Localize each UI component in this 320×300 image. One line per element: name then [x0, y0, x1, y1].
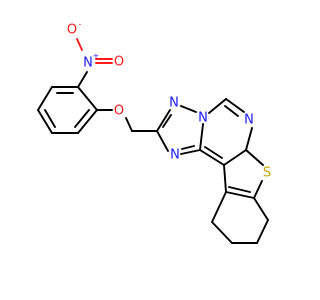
bond-tz-5 — [156, 130, 169, 152]
bond-ch-2 — [256, 219, 269, 244]
bond-ch-4 — [211, 221, 233, 244]
bond-ar-4 — [37, 109, 53, 134]
thiophene-sulfur-label: S — [263, 166, 271, 181]
bond-pm-1 — [208, 98, 227, 114]
triazole-nitrogen-3-label: N — [170, 148, 180, 163]
bond-pm-5-inner — [204, 146, 223, 159]
bond-tz-2 — [180, 105, 197, 113]
nitro-nitrogen-charge: + — [93, 52, 100, 61]
bond-pm-5 — [199, 149, 225, 166]
bond-ar-2 — [77, 109, 98, 134]
bond-ch-5 — [211, 191, 227, 223]
bond-pm-2-inner — [224, 105, 239, 117]
bond-th-3-inner — [228, 186, 251, 193]
bond-ch-1 — [253, 197, 269, 221]
bond-ar-inner-2 — [74, 109, 90, 128]
bond-th-2 — [253, 180, 263, 199]
nitro-oxygen-label: O — [114, 55, 124, 70]
nitro-nitrogen-label: N — [83, 56, 93, 71]
bond-ar-1 — [77, 86, 98, 111]
bond-tz-1 — [156, 109, 171, 132]
structure-canvas: N + O - O O N N N N S — [37, 20, 271, 244]
bond-n-ring — [77, 71, 88, 88]
bond-pm-3 — [245, 127, 253, 151]
nitro-oxygen-minus-charge: - — [79, 20, 82, 29]
bond-pm-2 — [225, 98, 245, 113]
triazole-nitrogen-1-label: N — [169, 96, 179, 111]
bond-tz-4 — [180, 149, 201, 155]
nitro-oxygen-minus-label: O — [67, 23, 77, 38]
pyrimidine-nitrogen-label: N — [244, 113, 254, 128]
molecule-structure-diagram: N + O - O O N N N N S — [37, 20, 271, 244]
bond-pm-4 — [223, 149, 247, 166]
bond-th-1 — [245, 149, 264, 166]
atom-labels: N + O - O O N N N N S — [67, 20, 271, 181]
bond-tz-4-inner — [181, 145, 195, 150]
bond-tz-1-inner — [162, 114, 172, 128]
bond-n-o-minus — [76, 38, 83, 51]
bonds — [37, 38, 269, 244]
triazole-nitrogen-2-label: N — [198, 111, 208, 126]
bond-tz-3 — [199, 123, 204, 151]
bond-th-3 — [225, 191, 255, 199]
bond-th-4 — [223, 164, 227, 193]
bond-ar-inner-3 — [44, 109, 56, 128]
bond-ar-5 — [37, 86, 53, 111]
ether-oxygen-label: O — [114, 104, 124, 119]
bond-o-ch2 — [125, 117, 133, 132]
